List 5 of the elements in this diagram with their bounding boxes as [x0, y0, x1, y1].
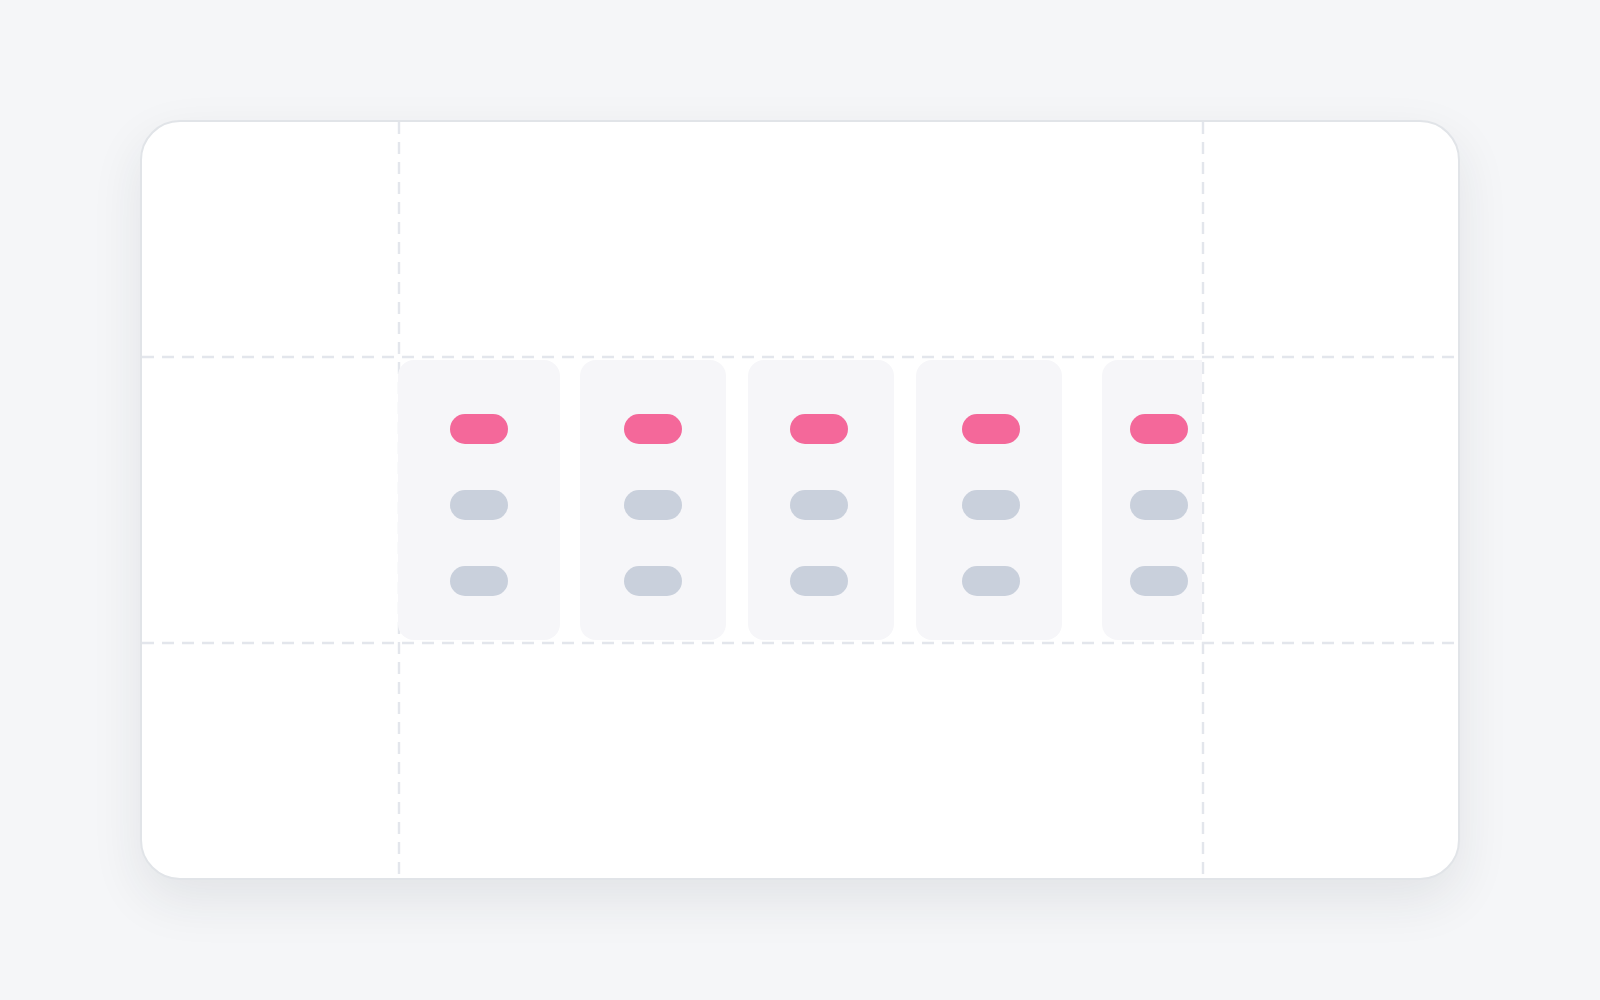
column-panel — [916, 360, 1062, 640]
column-panel — [580, 360, 726, 640]
column-panel — [1102, 360, 1202, 640]
column-panel — [748, 360, 894, 640]
column-panel — [398, 360, 560, 640]
